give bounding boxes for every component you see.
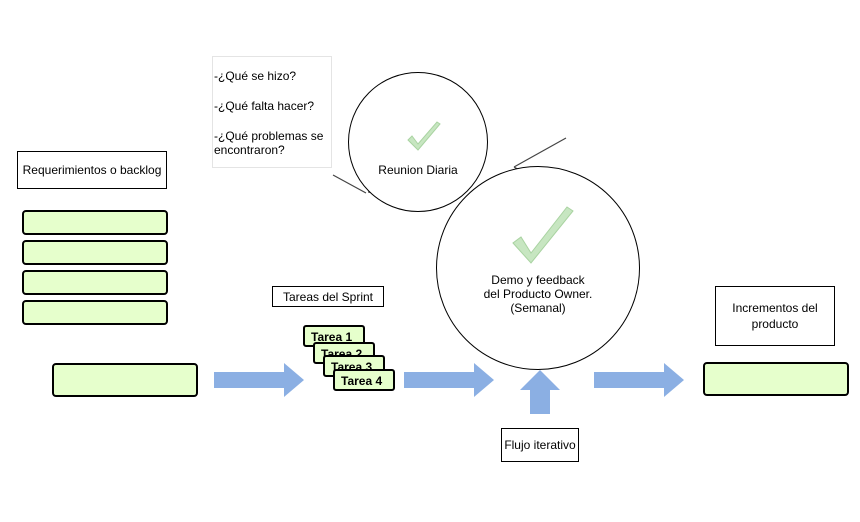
task-card-1-text: Tarea 1 bbox=[311, 330, 353, 344]
demo-line-top bbox=[513, 137, 567, 168]
increments-label-text: Incrementos del producto bbox=[732, 301, 818, 331]
arrow-right-icon bbox=[404, 363, 494, 397]
backlog-label-text: Requerimientos o backlog bbox=[22, 163, 162, 177]
sprint-label-text: Tareas del Sprint bbox=[282, 289, 374, 304]
daily-questions: -¿Qué se hizo? -¿Qué falta hacer? -¿Qué … bbox=[212, 56, 332, 168]
iterative-flow-label: Flujo iterativo bbox=[501, 428, 579, 462]
question-2: -¿Qué falta hacer? bbox=[214, 99, 315, 113]
backlog-item-3 bbox=[22, 270, 168, 295]
backlog-label: Requerimientos o backlog bbox=[17, 151, 167, 189]
iterative-flow-label-text: Flujo iterativo bbox=[504, 438, 576, 452]
demo-line-1: Demo y feedback bbox=[491, 273, 585, 287]
arrow-right-icon bbox=[214, 363, 304, 397]
daily-meeting-label: Reunion Diaria bbox=[378, 163, 458, 177]
backlog-item-2 bbox=[22, 240, 168, 265]
demo-feedback-text: Demo y feedback del Producto Owner. (Sem… bbox=[437, 273, 639, 315]
demo-feedback-circle: Demo y feedback del Producto Owner. (Sem… bbox=[436, 166, 640, 370]
demo-line-2: del Producto Owner. bbox=[483, 287, 593, 301]
increments-label: Incrementos del producto bbox=[715, 286, 835, 346]
sprint-label: Tareas del Sprint bbox=[272, 286, 384, 307]
question-3: -¿Qué problemas se encontraron? bbox=[214, 129, 324, 157]
check-icon-large bbox=[512, 206, 574, 264]
increment-bar bbox=[703, 362, 849, 396]
backlog-item-1 bbox=[22, 210, 168, 235]
arrow-right-icon bbox=[594, 363, 684, 397]
backlog-selected-bar bbox=[52, 363, 198, 397]
backlog-item-4 bbox=[22, 300, 168, 325]
question-1: -¿Qué se hizo? bbox=[214, 69, 297, 83]
arrow-up-icon bbox=[520, 370, 560, 414]
task-card-4: Tarea 4 bbox=[333, 369, 395, 391]
task-card-4-text: Tarea 4 bbox=[341, 374, 383, 388]
demo-line-3: (Semanal) bbox=[510, 301, 566, 315]
daily-line-left bbox=[332, 174, 367, 194]
check-icon bbox=[407, 121, 441, 151]
daily-meeting-circle: Reunion Diaria bbox=[348, 72, 488, 212]
